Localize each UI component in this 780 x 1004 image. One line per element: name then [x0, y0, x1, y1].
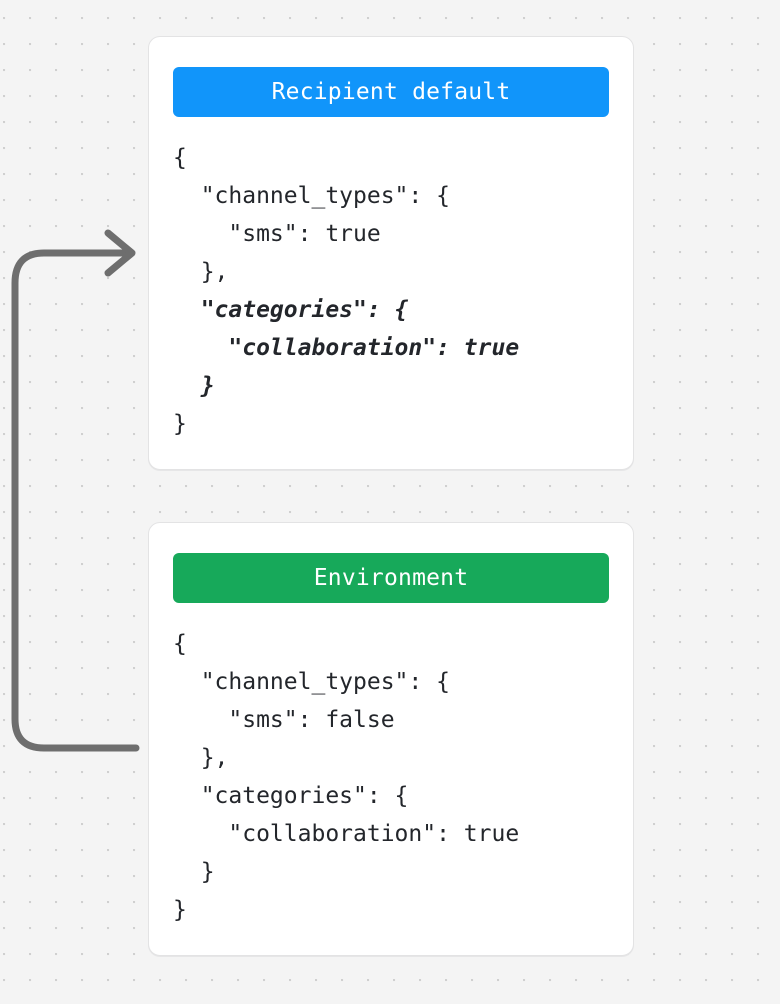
card-header-environment: Environment [173, 553, 609, 603]
connector-path [11, 249, 140, 752]
card-header-recipient-default: Recipient default [173, 67, 609, 117]
code-line: "categories": { [173, 783, 409, 809]
code-line: "channel_types": { [173, 183, 450, 209]
code-line: "collaboration": true [173, 335, 520, 361]
code-line: { [173, 631, 187, 657]
code-line: "channel_types": { [173, 669, 450, 695]
code-line: } [173, 897, 187, 923]
code-line: "collaboration": true [173, 821, 520, 847]
code-line: } [173, 411, 187, 437]
code-line: }, [173, 259, 229, 285]
code-line: } [173, 373, 215, 399]
comparison-cards: Recipient default { "channel_types": { "… [148, 36, 634, 956]
code-line: { [173, 145, 187, 171]
code-block-recipient-default: { "channel_types": { "sms": true }, "cat… [173, 139, 609, 443]
code-block-environment: { "channel_types": { "sms": false }, "ca… [173, 625, 609, 929]
code-line: "categories": { [173, 297, 409, 323]
code-line: }, [173, 745, 229, 771]
arrowhead-right-icon [104, 229, 136, 277]
card-recipient-default: Recipient default { "channel_types": { "… [148, 36, 634, 470]
code-line: "sms": true [173, 221, 381, 247]
code-line: "sms": false [173, 707, 395, 733]
card-environment: Environment { "channel_types": { "sms": … [148, 522, 634, 956]
code-line: } [173, 859, 215, 885]
